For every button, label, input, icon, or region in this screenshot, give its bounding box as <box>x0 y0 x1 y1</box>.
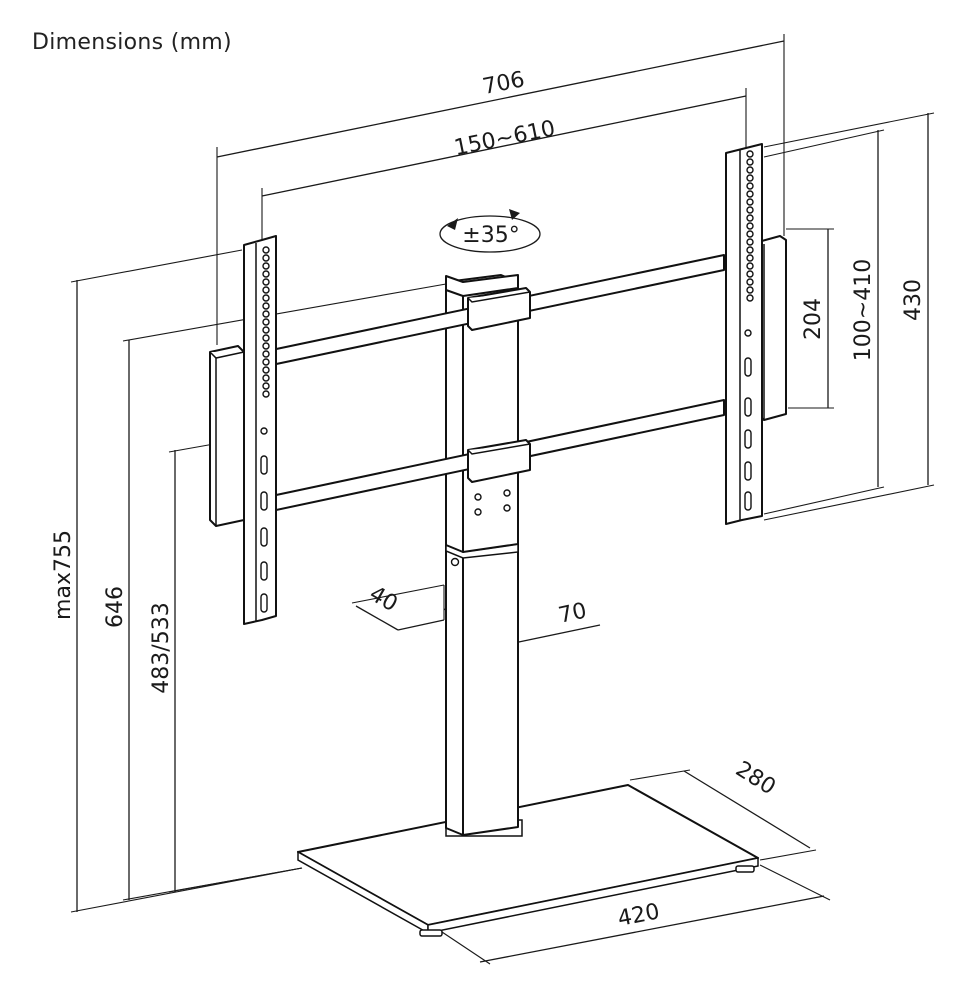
dim-rotation-label: ±35° <box>462 223 519 248</box>
rotation-indicator <box>439 209 541 253</box>
dim-base-depth-label: 280 <box>731 757 780 800</box>
dim-vesa-horizontal-label: 150~610 <box>452 116 557 161</box>
rotation-arrow-left-icon <box>447 218 458 230</box>
dim-bracket-height-label: 204 <box>801 298 826 340</box>
rotation-arrow-right-icon <box>509 209 520 220</box>
dim-vesa-vertical-label: 100~410 <box>851 259 876 361</box>
dim-column-depth-label: 40 <box>365 582 402 618</box>
right-bracket <box>725 143 787 525</box>
dim-center-height-label: 646 <box>103 586 128 628</box>
right-bracket-holes <box>744 150 754 511</box>
page-title: Dimensions (mm) <box>32 30 232 55</box>
left-bracket <box>209 235 277 625</box>
base-plate <box>297 784 759 937</box>
dim-column-width-label: 70 <box>556 599 589 629</box>
dim-base-width-label: 420 <box>616 899 662 932</box>
dim-max-height-label: max755 <box>51 530 76 620</box>
dim-plate-height-label: 430 <box>901 279 926 321</box>
left-bracket-holes <box>260 246 270 613</box>
dim-lower-height-label: 483/533 <box>149 602 174 693</box>
column <box>445 274 519 836</box>
rotation-ellipse <box>439 215 541 253</box>
dimension-lines <box>70 34 935 965</box>
